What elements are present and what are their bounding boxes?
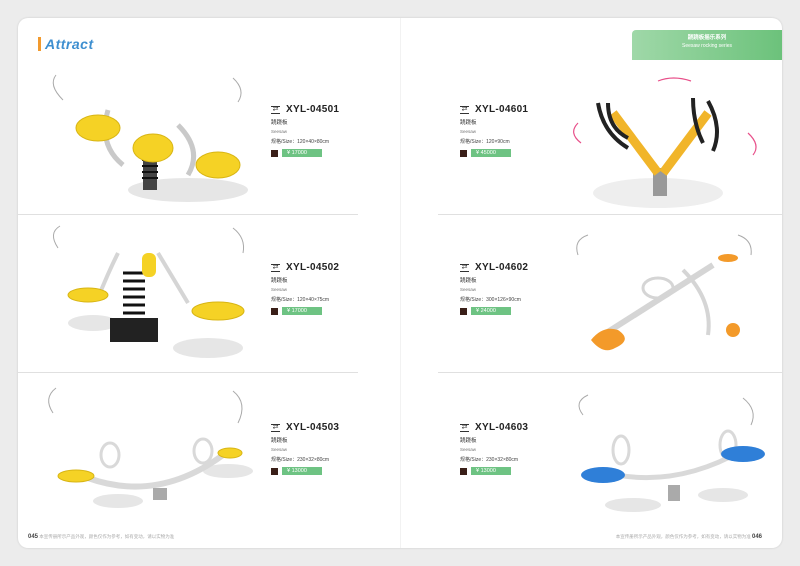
seesaw-04603-illustration <box>578 394 765 512</box>
seesaw-04602-illustration <box>576 234 752 351</box>
swap-icon: ⇄ <box>460 105 469 114</box>
product-card: ⇄ XYL-04601 跷跷板 Seesaw 规格/Size：120×90cm ¥… <box>460 104 580 157</box>
row-divider <box>18 372 358 373</box>
footer-right: 本宣传册所示产品外观，颜色仅作为参考，如有变动，请以实物为准 046 <box>616 534 762 540</box>
product-code: XYL-04503 <box>286 422 340 433</box>
product-name-cn: 跷跷板 <box>271 120 288 126</box>
series-tab: 跷跷板摇乐系列 Seesaw rocking series <box>632 30 782 60</box>
product-size: 规格/Size：230×32×80cm <box>460 457 519 463</box>
product-size: 规格/Size：120×40×80cm <box>271 139 330 145</box>
footer-left: 045 本宣传册所示产品外观，颜色仅作为参考，如有变动，请以实物为准 <box>28 534 174 540</box>
color-swatch <box>460 149 467 157</box>
seesaw-04501-illustration <box>52 74 248 202</box>
footer-note: 本宣传册所示产品外观，颜色仅作为参考，如有变动，请以实物为准 <box>39 534 175 539</box>
brand-accent-bar <box>38 37 41 51</box>
row-divider <box>18 214 358 215</box>
product-size: 规格/Size：120×90cm <box>460 139 510 145</box>
seesaw-04502-illustration <box>53 225 245 358</box>
product-card: ⇄ XYL-04501 跷跷板 Seesaw 规格/Size：120×40×80c… <box>271 104 391 157</box>
product-price: ¥ 13000 <box>282 467 322 475</box>
product-size: 规格/Size：120×40×75cm <box>271 297 330 303</box>
product-card: ⇄ XYL-04603 跷跷板 Seesaw 规格/Size：230×32×80c… <box>460 422 580 475</box>
product-name-en: Seesaw <box>460 287 477 292</box>
swap-icon: ⇄ <box>460 263 469 272</box>
product-price: ¥ 13000 <box>471 467 511 475</box>
product-code: XYL-04602 <box>475 262 529 273</box>
swap-icon: ⇄ <box>271 263 280 272</box>
brand-name: Attract <box>45 36 94 52</box>
product-name-en: Seesaw <box>460 129 477 134</box>
product-code: XYL-04603 <box>475 422 529 433</box>
product-name-en: Seesaw <box>271 287 288 292</box>
row-divider <box>438 372 782 373</box>
product-size: 规格/Size：230×32×80cm <box>271 457 330 463</box>
product-name-cn: 跷跷板 <box>460 278 477 284</box>
product-price: ¥ 17000 <box>282 307 322 315</box>
product-card: ⇄ XYL-04503 跷跷板 Seesaw 规格/Size：230×32×80c… <box>271 422 391 475</box>
series-title-en: Seesaw rocking series <box>681 43 733 49</box>
footer-note: 本宣传册所示产品外观，颜色仅作为参考，如有变动，请以实物为准 <box>615 534 751 539</box>
product-code: XYL-04502 <box>286 262 340 273</box>
product-price: ¥ 17000 <box>282 149 322 157</box>
color-swatch <box>271 467 278 475</box>
product-name-cn: 跷跷板 <box>460 120 477 126</box>
seesaw-04503-illustration <box>48 387 253 508</box>
color-swatch <box>460 307 467 315</box>
brand-logo: Attract <box>38 36 94 52</box>
product-size: 规格/Size：300×126×90cm <box>460 297 521 303</box>
swap-icon: ⇄ <box>271 423 280 432</box>
product-price: ¥ 24000 <box>471 307 511 315</box>
product-code: XYL-04601 <box>475 104 529 115</box>
series-title-cn: 跷跷板摇乐系列 <box>687 35 727 41</box>
swap-icon: ⇄ <box>271 105 280 114</box>
page-fold <box>400 18 401 548</box>
page-number: 045 <box>28 534 39 540</box>
seesaw-04601-illustration <box>573 77 757 208</box>
product-price: ¥ 45000 <box>471 149 511 157</box>
color-swatch <box>460 467 467 475</box>
color-swatch <box>271 307 278 315</box>
product-card: ⇄ XYL-04502 跷跷板 Seesaw 规格/Size：120×40×75c… <box>271 262 391 315</box>
color-swatch <box>271 149 278 157</box>
product-name-cn: 跷跷板 <box>460 438 477 444</box>
row-divider <box>438 214 782 215</box>
product-name-en: Seesaw <box>271 129 288 134</box>
product-name-en: Seesaw <box>271 447 288 452</box>
product-name-cn: 跷跷板 <box>271 438 288 444</box>
product-name-cn: 跷跷板 <box>271 278 288 284</box>
product-card: ⇄ XYL-04602 跷跷板 Seesaw 规格/Size：300×126×90… <box>460 262 580 315</box>
product-name-en: Seesaw <box>460 447 477 452</box>
product-code: XYL-04501 <box>286 104 340 115</box>
swap-icon: ⇄ <box>460 423 469 432</box>
page-number: 046 <box>751 534 762 540</box>
catalog-spread: Attract 跷跷板摇乐系列 Seesaw rocking series <box>18 18 782 548</box>
